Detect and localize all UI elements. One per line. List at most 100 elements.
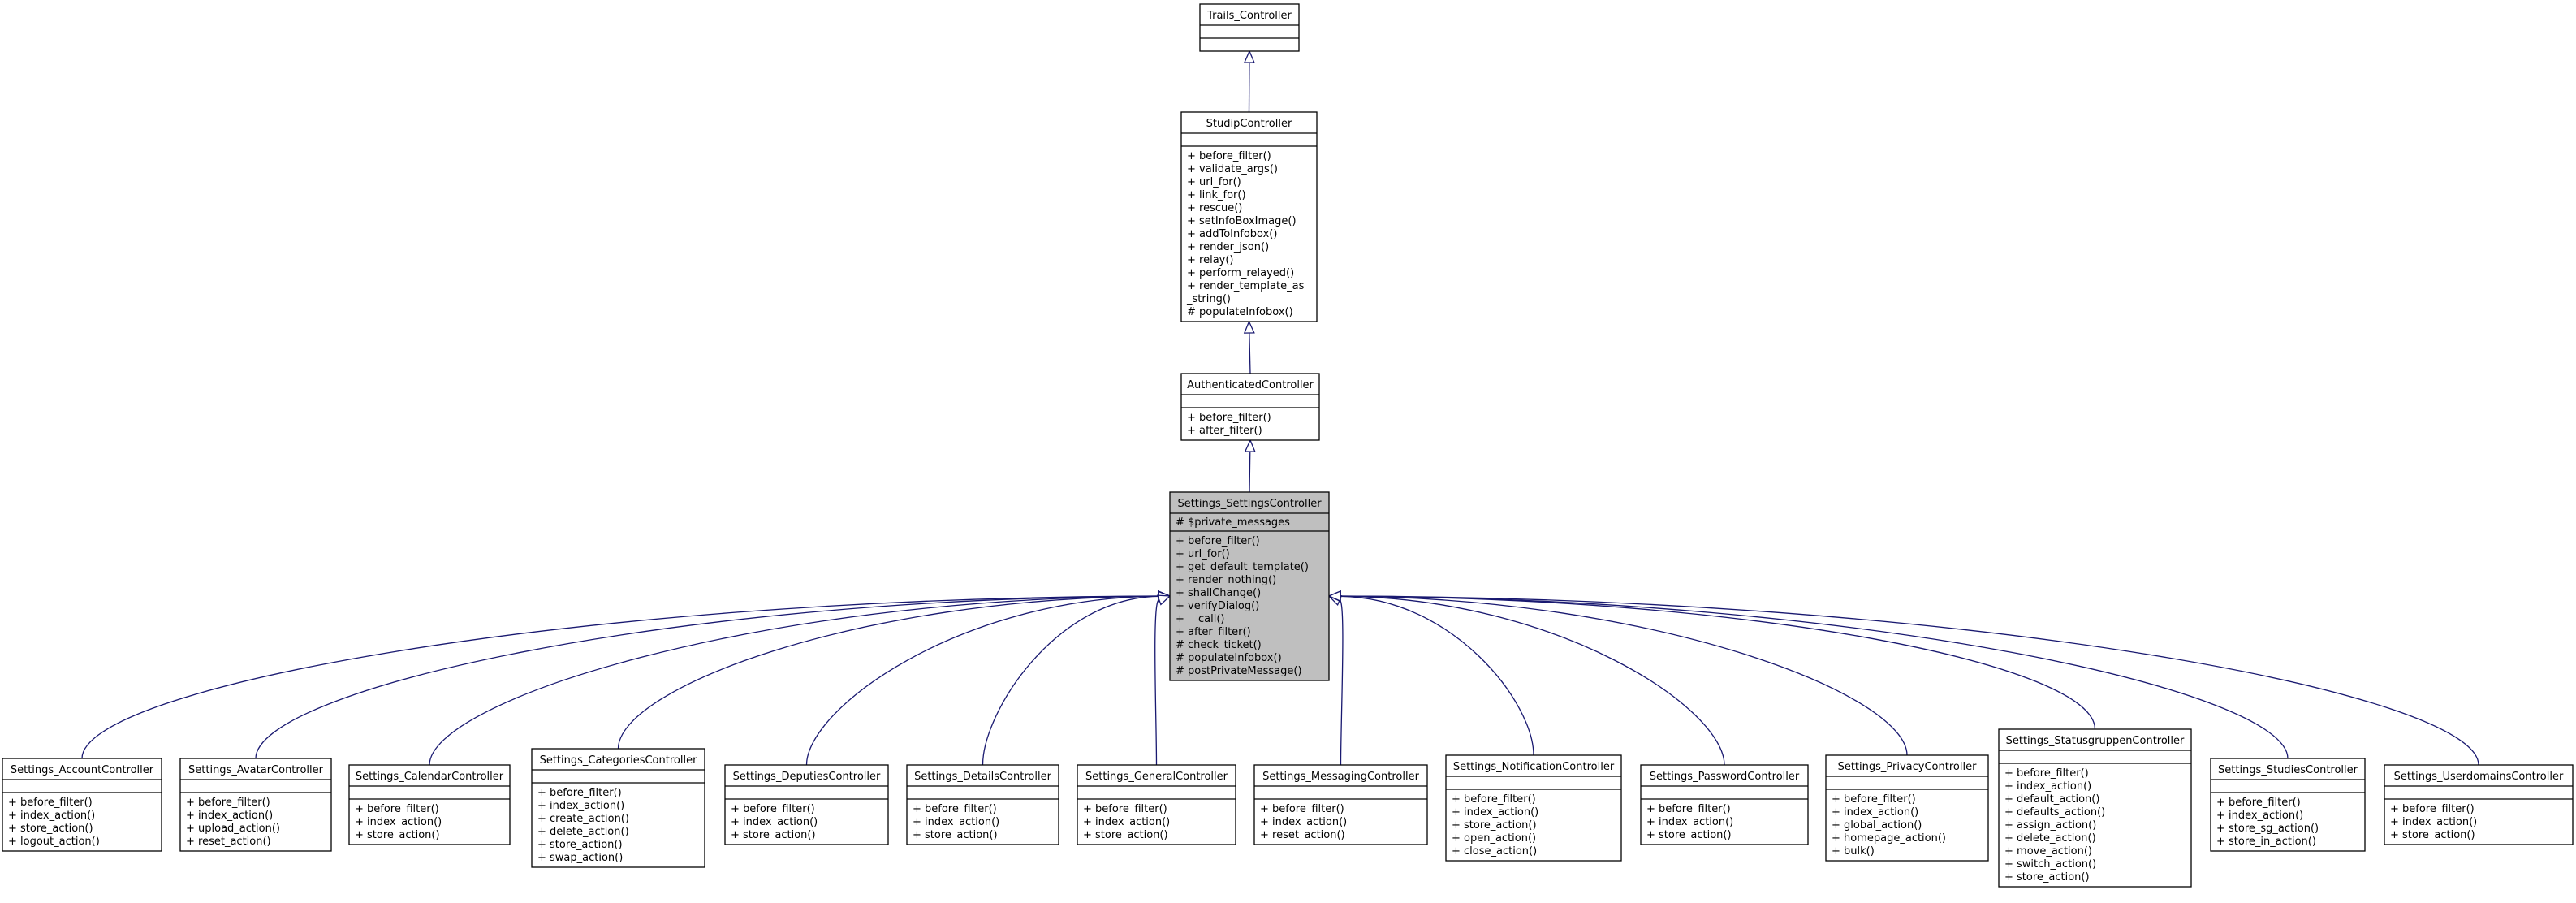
inheritance-line	[617, 595, 1159, 750]
class-name: Settings_AccountController	[11, 764, 154, 776]
class-name: Settings_SettingsController	[1177, 498, 1322, 510]
class-method: + before_filter()	[8, 797, 93, 809]
class-box	[531, 748, 705, 868]
class-method: + store_action()	[1452, 819, 1537, 832]
inheritance-line	[1340, 595, 1534, 756]
class-name: Settings_MessagingController	[1262, 771, 1420, 783]
class-name: Settings_StudiesController	[2218, 764, 2358, 776]
inheritance-line	[1249, 451, 1251, 493]
inheritance-userdomains-to-settings	[1327, 590, 2479, 766]
class-method: + bulk()	[1832, 845, 1875, 858]
class-method: + before_filter()	[537, 787, 622, 799]
class-method: + index_action()	[1832, 806, 1918, 819]
class-box	[1445, 754, 1622, 862]
class-method: + store_action()	[355, 829, 440, 841]
class-method: # postPrivateMessage()	[1176, 665, 1302, 677]
class-method: + before_filter()	[731, 803, 815, 815]
class-box	[1253, 764, 1428, 845]
inheritance-statusgruppen-to-settings	[1327, 590, 2096, 730]
class-method: + index_action()	[2004, 780, 2091, 793]
class-box	[724, 764, 889, 845]
class-method: + close_action()	[1452, 845, 1537, 858]
class-name: Settings_GeneralController	[1085, 771, 1228, 783]
inheritance-arrowhead	[1327, 590, 1341, 603]
class-node-studies: Settings_StudiesController+ before_filte…	[2210, 758, 2366, 852]
class-box	[1180, 373, 1320, 441]
class-method: + before_filter()	[1187, 150, 1271, 162]
inheritance-arrowhead	[1243, 320, 1255, 334]
class-name: Settings_StatusgruppenController	[2006, 735, 2185, 747]
class-method: # check_ticket()	[1176, 639, 1262, 651]
class-node-general: Settings_GeneralController+ before_filte…	[1077, 764, 1236, 845]
class-method: + delete_action()	[2004, 832, 2096, 845]
class-method: + store_in_action()	[2216, 836, 2316, 848]
class-method: + assign_action()	[2004, 819, 2096, 832]
class-method: + open_action()	[1452, 832, 1536, 845]
class-method: # populateInfobox()	[1176, 652, 1282, 664]
class-method: + addToInfobox()	[1187, 228, 1277, 240]
inheritance-line	[255, 595, 1159, 759]
class-box	[2, 758, 162, 852]
class-method: + store_action()	[2390, 829, 2475, 841]
class-name: Settings_PasswordController	[1650, 771, 1800, 783]
class-method: + before_filter()	[2390, 803, 2475, 815]
class-method: + before_filter()	[355, 803, 439, 815]
class-node-deputies: Settings_DeputiesController + before_filt…	[724, 764, 889, 845]
class-box	[179, 758, 332, 852]
inheritance-line	[805, 595, 1159, 766]
class-node-notification: Settings_NotificationController + before_…	[1445, 754, 1622, 862]
inheritance-notification-to-settings	[1327, 590, 1534, 756]
class-method: + index_action()	[1452, 806, 1538, 819]
class-method: + create_action()	[537, 813, 629, 825]
class-name: Settings_AvatarController	[188, 764, 324, 776]
class-method: + render_nothing()	[1176, 574, 1276, 586]
class-box	[1169, 491, 1330, 681]
class-method: + store_action()	[1083, 829, 1168, 841]
class-method: + swap_action()	[537, 852, 623, 864]
inheritance-line	[1340, 595, 2479, 766]
class-method: + link_for()	[1187, 189, 1246, 201]
class-node-userdomains: Settings_UserdomainsController+ before_f…	[2384, 764, 2574, 845]
class-method: # populateInfobox()	[1187, 306, 1293, 318]
class-name: Settings_DeputiesController	[733, 771, 881, 783]
class-method: + index_action()	[1083, 816, 1170, 828]
class-method: + before_filter()	[186, 797, 270, 809]
class-node-trails: Trails_Controller	[1199, 3, 1300, 52]
class-method: + before_filter()	[1646, 803, 1731, 815]
class-node-avatar: Settings_AvatarController + before_filter…	[179, 758, 332, 852]
class-name: Settings_CategoriesController	[540, 754, 697, 767]
class-node-calendar: Settings_CalendarController+ before_filt…	[348, 764, 511, 845]
class-method: + move_action()	[2004, 845, 2092, 858]
inheritance-settings-to-auth	[1244, 439, 1256, 493]
class-method: _string()	[1186, 293, 1231, 305]
inheritance-arrowhead	[1243, 50, 1255, 63]
class-node-password: Settings_PasswordController + before_filt…	[1640, 764, 1809, 845]
inheritance-messaging-to-settings	[1327, 595, 1344, 766]
class-method: + store_action()	[1646, 829, 1732, 841]
class-method: + before_filter()	[1260, 803, 1344, 815]
inheritance-line	[1339, 599, 1344, 766]
class-method: + validate_args()	[1187, 163, 1278, 175]
class-method: + index_action()	[2216, 810, 2303, 822]
inheritance-deputies-to-settings	[805, 590, 1171, 766]
class-method: + store_action()	[731, 829, 816, 841]
inheritance-avatar-to-settings	[255, 590, 1171, 759]
class-method: + get_default_template()	[1176, 561, 1309, 573]
class-name: Settings_NotificationController	[1453, 761, 1615, 773]
inheritance-general-to-settings	[1154, 594, 1171, 766]
class-method: + before_filter()	[1452, 793, 1536, 806]
class-method: + index_action()	[2390, 816, 2477, 828]
inheritance-line	[1340, 595, 1908, 756]
inheritance-studip-to-trails	[1243, 50, 1255, 113]
class-method: + index_action()	[537, 800, 624, 812]
inheritance-line	[1340, 595, 2289, 759]
inheritance-arrowhead	[1156, 594, 1171, 606]
class-method: + perform_relayed()	[1187, 267, 1294, 279]
class-method: + reset_action()	[1260, 829, 1345, 841]
class-method: + before_filter()	[913, 803, 997, 815]
class-name: StudipController	[1206, 118, 1292, 130]
class-method: + index_action()	[913, 816, 999, 828]
class-method: + store_action()	[537, 839, 623, 851]
